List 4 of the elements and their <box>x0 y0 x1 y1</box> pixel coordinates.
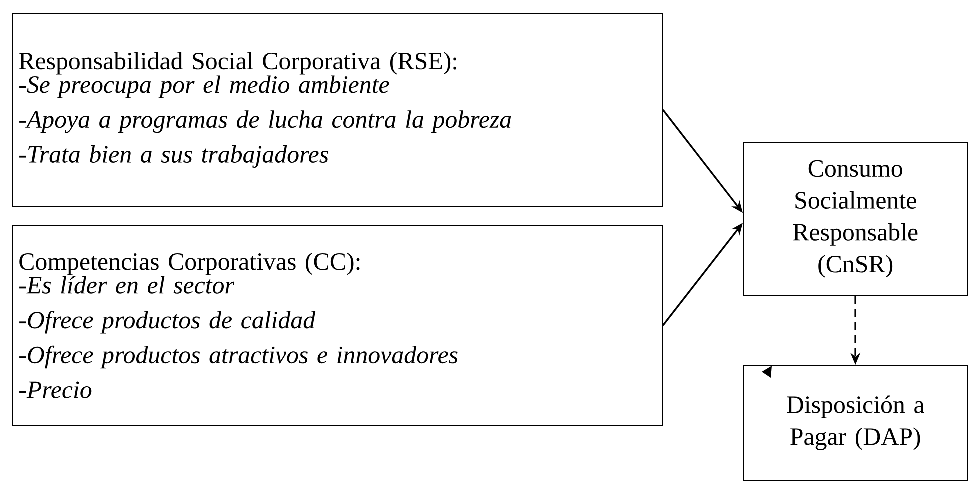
factor-box: Responsabilidad Social Corporativa (RSE): -Se preocupa por el medio ambiente -Apoya a programas de lucha contra la pobreza -Trata bien a sus trabajadores <box>12 13 664 208</box>
outcome-box: Consumo Socialmente Responsable (CnSR) <box>743 142 968 296</box>
outcome-box: Disposición a Pagar (DAP) <box>743 365 968 482</box>
factor-box: Competencias Corporativas (CC): -Es líder en el sector -Ofrece productos de calidad -Ofrece productos atractivos e innovadores -Precio <box>12 225 664 426</box>
